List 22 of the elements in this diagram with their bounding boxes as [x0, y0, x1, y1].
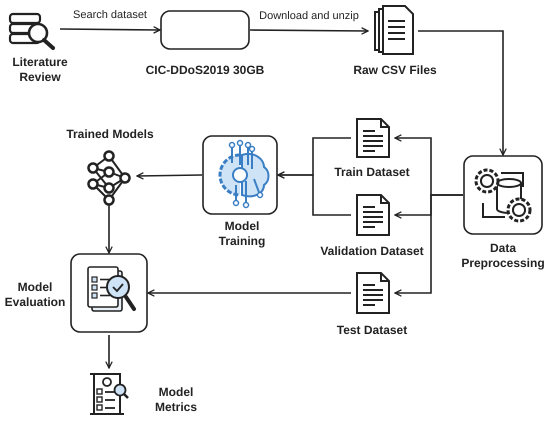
node-label: Data Preprocessing	[460, 241, 546, 271]
arrow	[105, 335, 113, 369]
node-label: Literature Review	[11, 55, 69, 85]
arrow	[60, 26, 161, 34]
node-label: Model Metrics	[154, 385, 198, 415]
arrow	[394, 194, 463, 297]
arrow	[147, 289, 351, 297]
node-label: Train Dataset	[333, 165, 411, 180]
edge-label: Search dataset	[71, 9, 149, 21]
node-label: Raw CSV Files	[352, 63, 438, 78]
node-label: Test Dataset	[336, 323, 408, 338]
arrow	[250, 27, 369, 35]
arrow	[418, 30, 507, 156]
arrow	[136, 172, 202, 180]
node-label: Model Training	[218, 219, 266, 249]
arrow	[277, 171, 351, 216]
node-label: Validation Dataset	[319, 244, 425, 259]
node-label: Trained Models	[65, 127, 155, 142]
arrow	[105, 204, 113, 254]
node-label: CIC-DDoS2019 30GB	[144, 63, 266, 78]
node-label: Model Evaluation	[4, 280, 66, 310]
edge-label: Download and unzip	[257, 10, 361, 22]
